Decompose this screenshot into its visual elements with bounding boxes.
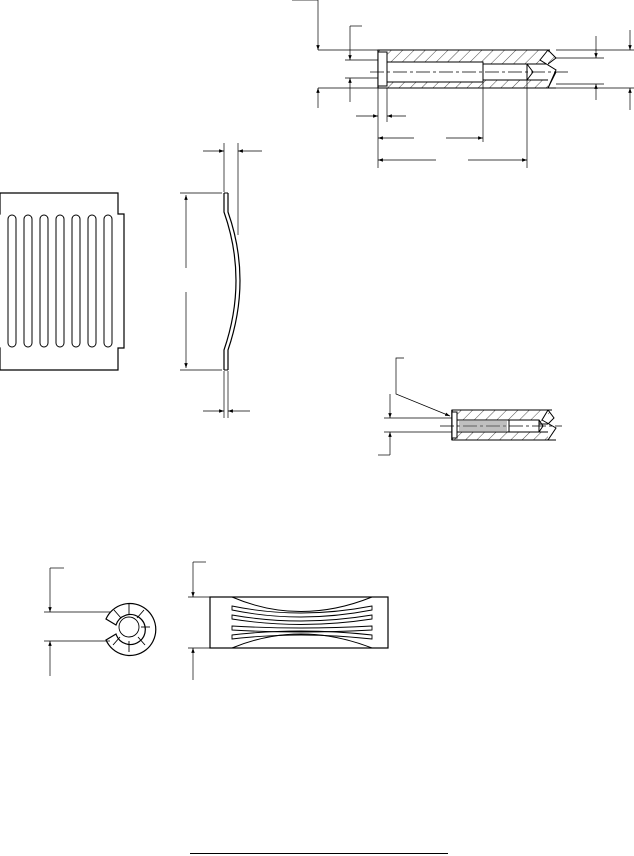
socket-contact-section [292,0,634,168]
spring-insert-formed-view [188,561,389,680]
end-view-ring [105,602,157,657]
spring-insert-flat-blank [0,192,125,371]
contact-entry-lip [377,51,388,87]
leader-line [395,357,451,417]
contact-end-view [44,567,157,676]
formed-spring-body [209,596,389,649]
spring-profile [223,193,241,370]
blank-slots [7,214,113,348]
caption-underline [190,853,448,854]
spring-insert-side-profile [180,143,262,418]
break-mark [539,49,557,89]
assembled-contact-section [378,357,562,456]
